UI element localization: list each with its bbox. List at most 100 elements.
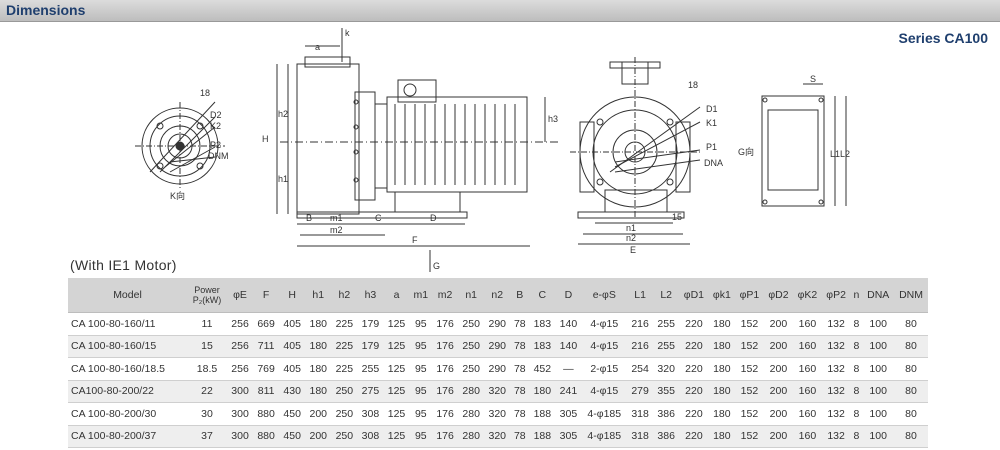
col-f: F <box>253 278 280 313</box>
label-k-view: K向 <box>170 190 185 201</box>
col-h2: h2 <box>331 278 358 313</box>
table-cell: 811 <box>253 380 280 403</box>
col-h1: h1 <box>305 278 332 313</box>
base-plate-view <box>761 83 847 207</box>
table-cell: 200 <box>763 335 794 358</box>
col-e: φE <box>227 278 254 313</box>
table-cell: 280 <box>458 425 485 448</box>
table-cell: 18.5 <box>187 357 227 381</box>
label-h1: h1 <box>278 174 288 184</box>
table-cell: 290 <box>484 335 511 358</box>
col-p1: φP1 <box>735 278 764 313</box>
label-G: G <box>433 261 440 271</box>
label-E: E <box>630 245 636 255</box>
label-m1: m1 <box>330 213 343 223</box>
col-power-line2: P₂(kW) <box>192 295 222 305</box>
label-B: B <box>306 213 312 223</box>
table-cell: 100 <box>862 357 895 381</box>
table-cell: 180 <box>708 402 736 426</box>
table-cell: 100 <box>862 312 895 336</box>
col-d1: φD1 <box>679 278 709 313</box>
model-cell: CA 100-80-160/11 <box>68 312 187 336</box>
table-cell: 250 <box>331 380 358 403</box>
table-cell: 880 <box>253 402 280 426</box>
table-cell: 152 <box>735 357 764 381</box>
table-cell: 176 <box>432 380 459 403</box>
col-d: D <box>555 278 582 313</box>
pump-side-view <box>276 28 560 272</box>
col-m1: m1 <box>409 278 433 313</box>
table-cell: 152 <box>735 335 764 358</box>
label-g-view: G向 <box>738 146 754 157</box>
table-cell: 320 <box>484 402 511 426</box>
table-cell: 405 <box>279 357 306 381</box>
table-cell: 132 <box>821 312 851 336</box>
table-cell: 100 <box>862 425 895 448</box>
col-model: Model <box>68 278 187 313</box>
table-cell: 308 <box>357 425 384 448</box>
table-cell: 255 <box>653 335 680 358</box>
table-cell: 320 <box>653 357 680 381</box>
table-cell: 200 <box>763 425 794 448</box>
table-cell: 180 <box>708 380 736 403</box>
table-cell: 180 <box>708 312 736 336</box>
table-cell: 132 <box>821 402 851 426</box>
col-d2: φD2 <box>763 278 794 313</box>
table-cell: 200 <box>763 357 794 381</box>
table-cell: 78 <box>510 335 530 358</box>
table-cell: 256 <box>227 312 254 336</box>
label-k: k <box>345 28 350 38</box>
table-cell: 216 <box>627 335 654 358</box>
table-cell: 180 <box>305 335 332 358</box>
label-n2: n2 <box>626 233 636 243</box>
table-cell: 200 <box>763 380 794 403</box>
table-cell: 80 <box>894 357 928 381</box>
table-cell: 95 <box>409 425 433 448</box>
table-cell: 318 <box>627 402 654 426</box>
table-cell: 160 <box>793 402 822 426</box>
label-m2: m2 <box>330 225 343 235</box>
table-cell: 179 <box>357 312 384 336</box>
table-cell: 132 <box>821 357 851 381</box>
table-cell: 254 <box>627 357 654 381</box>
table-cell: 8 <box>850 357 863 381</box>
col-m2: m2 <box>432 278 459 313</box>
table-cell: 320 <box>484 380 511 403</box>
table-cell: 132 <box>821 380 851 403</box>
model-cell: CA 100-80-200/37 <box>68 425 187 448</box>
table-cell: 80 <box>894 312 928 336</box>
table-subtitle: (With IE1 Motor) <box>70 257 177 273</box>
table-cell: 95 <box>409 380 433 403</box>
col-power-line1: Power <box>194 285 220 295</box>
label-18-left: 18 <box>200 88 210 98</box>
table-cell: 290 <box>484 357 511 381</box>
table-cell: 250 <box>458 312 485 336</box>
table-cell: 100 <box>862 380 895 403</box>
table-cell: 125 <box>383 402 410 426</box>
table-cell: 4-φ15 <box>581 380 628 403</box>
table-cell: 78 <box>510 380 530 403</box>
table-cell: 250 <box>331 402 358 426</box>
section-header-bar: Dimensions <box>0 0 1000 22</box>
col-dnm: DNM <box>894 278 928 313</box>
table-cell: 220 <box>679 380 709 403</box>
label-p1: P1 <box>706 142 717 152</box>
table-cell: 176 <box>432 402 459 426</box>
table-cell: 132 <box>821 425 851 448</box>
label-d1: D1 <box>706 104 718 114</box>
table-cell: 78 <box>510 312 530 336</box>
table-cell: 450 <box>279 425 306 448</box>
model-cell: CA100-80-200/22 <box>68 380 187 403</box>
label-d2: D2 <box>210 110 222 120</box>
table-cell: 188 <box>529 425 556 448</box>
col-l1: L1 <box>627 278 654 313</box>
table-cell: 355 <box>653 380 680 403</box>
section-title: Dimensions <box>6 2 86 18</box>
table-cell: 140 <box>555 312 582 336</box>
table-cell: 176 <box>432 425 459 448</box>
label-k2: K2 <box>210 121 221 131</box>
table-cell: 100 <box>862 402 895 426</box>
